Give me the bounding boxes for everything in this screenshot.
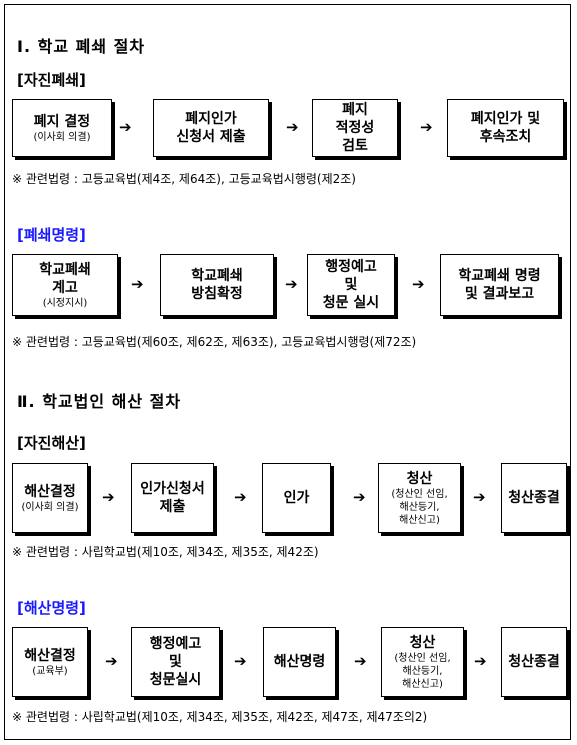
arrow-right-icon: ➔ [412, 275, 425, 293]
step-note: (청산인 선임, [394, 652, 451, 664]
step-label: 폐지 결정 [33, 113, 91, 130]
step-note: (청산인 선임, [391, 488, 448, 500]
dissolution-order-law: ※ 관련법령 : 사립학교법(제10조, 제34조, 제35조, 제42조, 제… [12, 710, 428, 724]
step-label: 및 [169, 654, 182, 670]
step-label: 및 [344, 277, 358, 293]
voluntary-dissolution-law: ※ 관련법령 : 사립학교법(제10조, 제34조, 제35조, 제42조) [12, 545, 319, 559]
step-label: 및 결과보고 [464, 286, 535, 302]
step-label: 행정예고 [149, 636, 202, 652]
step-label: 후속조치 [479, 129, 532, 145]
flow-step-box: 폐지 결정(이사회 의결) [12, 99, 112, 157]
flow-step-box: 청산(청산인 선임,해산등기,해산신고) [381, 627, 464, 697]
step-note: (이사회 의결) [21, 501, 79, 513]
arrow-right-icon: ➔ [354, 652, 367, 670]
section1-title: Ⅰ. 학교 폐쇄 절차 [17, 37, 146, 56]
step-label: 청문 실시 [322, 295, 380, 311]
step-note: 해산신고) [399, 514, 440, 526]
step-label: 신청서 제출 [176, 129, 246, 145]
step-label: 학교폐쇄 [39, 261, 91, 278]
step-label: 검토 [342, 138, 368, 154]
step-label: 해산결정 [24, 647, 76, 664]
arrow-right-icon: ➔ [119, 118, 132, 136]
voluntary-dissolution-title: [자진해산] [17, 434, 86, 452]
step-note: 해산등기, [399, 501, 440, 513]
flow-step-box: 해산결정(교육부) [12, 627, 88, 697]
step-label: 청문실시 [149, 672, 202, 688]
step-label: 학교폐쇄 [191, 268, 243, 284]
diagram-frame [4, 4, 571, 740]
step-label: 방침확정 [191, 286, 243, 302]
arrow-right-icon: ➔ [474, 652, 487, 670]
step-label: 해산결정 [24, 483, 76, 500]
arrow-right-icon: ➔ [286, 118, 299, 136]
arrow-right-icon: ➔ [353, 488, 366, 506]
arrow-right-icon: ➔ [473, 488, 486, 506]
flow-step-box: 인가 [262, 463, 331, 533]
step-note: 해산신고) [402, 678, 443, 690]
step-label: 행정예고 [325, 259, 377, 275]
arrow-right-icon: ➔ [131, 275, 144, 293]
flow-step-box: 청산(청산인 선임,해산등기,해산신고) [378, 463, 461, 533]
step-note: (이사회 의결) [33, 131, 91, 143]
arrow-right-icon: ➔ [234, 652, 247, 670]
voluntary-closure-title: [자진폐쇄] [17, 71, 86, 89]
step-label: 적정성 [335, 120, 375, 136]
step-label: 청산 [406, 470, 433, 487]
flow-step-box: 해산명령 [263, 627, 336, 697]
dissolution-order-title: [해산명령] [17, 599, 86, 617]
arrow-right-icon: ➔ [234, 488, 247, 506]
step-label: 제출 [159, 499, 186, 515]
closure-order-title: [폐쇄명령] [17, 226, 86, 244]
arrow-right-icon: ➔ [420, 118, 433, 136]
flow-step-box: 청산종결 [501, 627, 567, 697]
step-label: 인가신청서 [140, 481, 205, 497]
step-label: 폐지인가 및 [470, 111, 541, 127]
arrow-right-icon: ➔ [285, 275, 298, 293]
step-label: 청산종결 [508, 490, 560, 506]
section2-title: Ⅱ. 학교법인 해산 절차 [17, 392, 182, 411]
step-note: (교육부) [32, 665, 68, 677]
closure-order-law: ※ 관련법령 : 고등교육법(제60조, 제62조, 제63조), 고등교육법시… [12, 335, 417, 349]
voluntary-closure-law: ※ 관련법령 : 고등교육법(제4조, 제64조), 고등교육법시행령(제2조) [12, 172, 356, 186]
arrow-right-icon: ➔ [105, 652, 118, 670]
step-label: 인가 [283, 490, 310, 506]
step-label: 폐지 [342, 102, 368, 118]
step-label: 청산종결 [508, 654, 560, 670]
step-label: 해산명령 [273, 654, 326, 670]
flow-step-box: 청산종결 [501, 463, 567, 533]
step-label: 청산 [409, 634, 436, 651]
flow-step-box: 해산결정(이사회 의결) [12, 463, 88, 533]
step-note: (시정지시) [42, 297, 88, 309]
step-label: 계고 [52, 279, 78, 296]
step-label: 폐지인가 [185, 111, 237, 127]
step-note: 해산등기, [402, 665, 443, 677]
arrow-right-icon: ➔ [102, 488, 115, 506]
step-label: 학교폐쇄 명령 [458, 268, 541, 284]
